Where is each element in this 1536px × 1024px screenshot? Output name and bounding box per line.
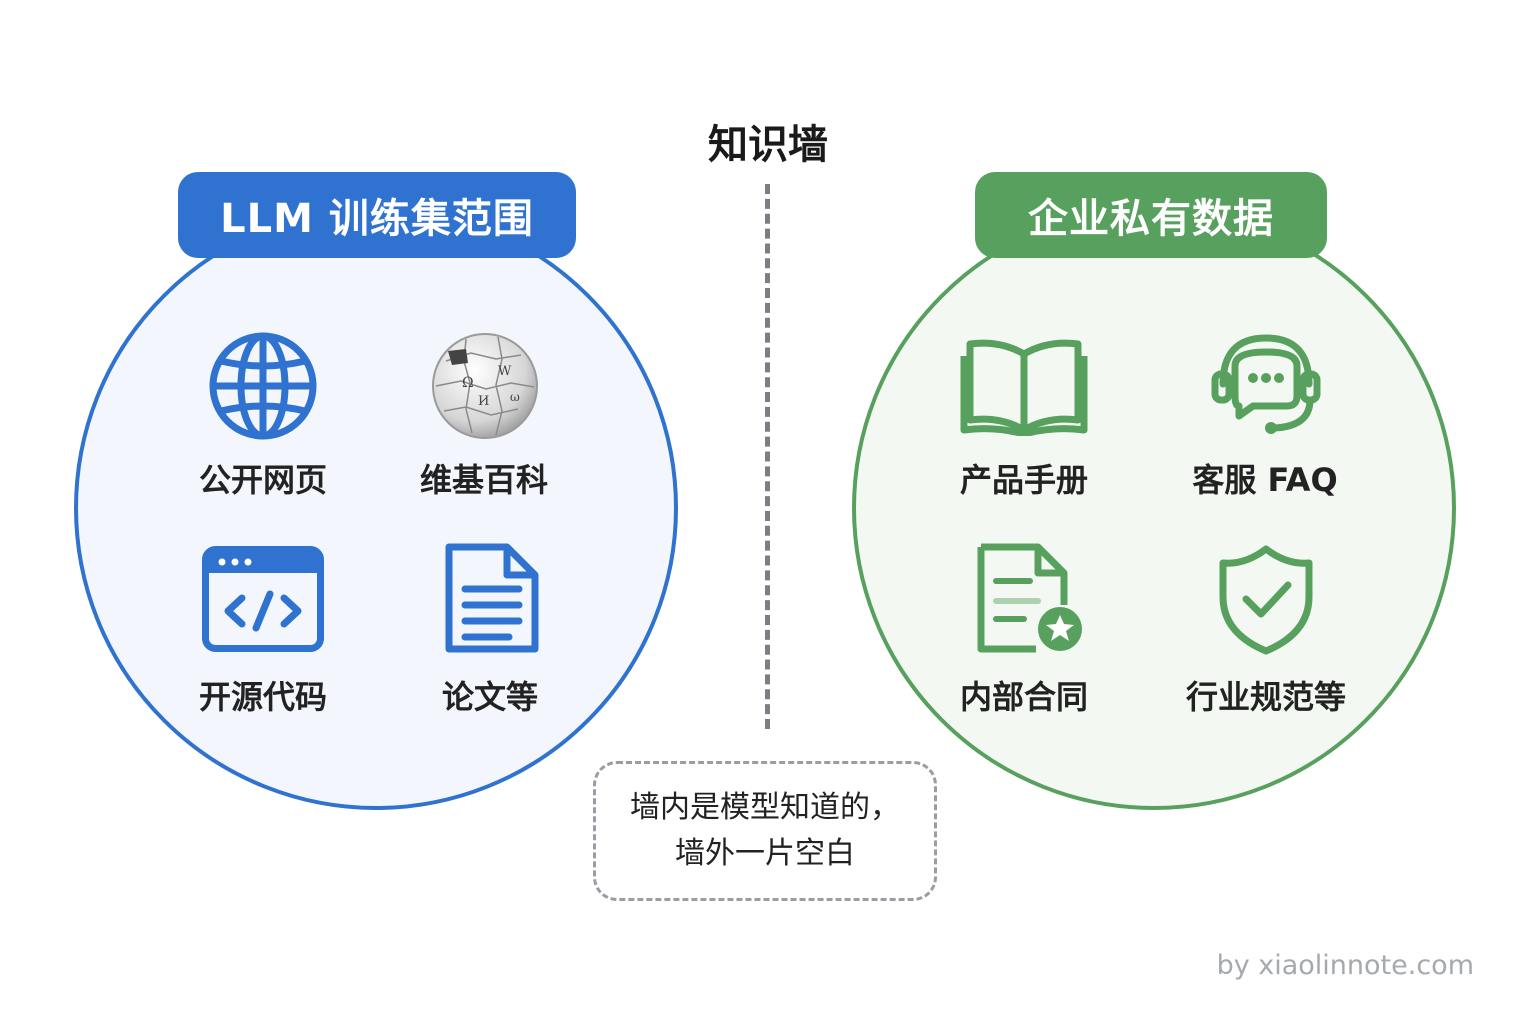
item-label-papers: 论文等 (441, 678, 538, 716)
enterprise-private-circle (852, 206, 1456, 810)
wikipedia-globe-icon: Ω W И ω (432, 333, 538, 439)
wall-note: 墙内是模型知道的， 墙外一片空白 (593, 761, 937, 901)
open-book-icon (960, 339, 1088, 436)
wall-title: 知识墙 (708, 122, 828, 168)
headset-chat-icon (1211, 334, 1321, 434)
note-line-1: 墙内是模型知道的， (630, 790, 900, 825)
certified-document-icon (977, 543, 1082, 653)
item-label-product-manual: 产品手册 (959, 461, 1088, 499)
enterprise-private-label: 企业私有数据 (975, 172, 1327, 258)
item-label-industry-standards: 行业规范等 (1185, 678, 1346, 716)
item-label-public-web: 公开网页 (198, 461, 327, 499)
llm-training-label: LLM 训练集范围 (178, 172, 576, 258)
wall-divider (765, 184, 770, 729)
shield-check-icon (1219, 545, 1313, 655)
document-icon (445, 543, 539, 653)
svg-text:И: И (478, 394, 489, 409)
svg-text:W: W (498, 364, 512, 379)
author-credit: by xiaolinnote.com (1216, 950, 1474, 981)
item-label-open-source-code: 开源代码 (198, 678, 327, 716)
item-label-wikipedia: 维基百科 (419, 461, 548, 499)
llm-training-circle (74, 206, 678, 810)
note-line-2: 墙外一片空白 (675, 836, 855, 871)
svg-text:ω: ω (510, 390, 520, 404)
item-label-internal-contract: 内部合同 (959, 678, 1088, 716)
globe-icon (209, 332, 317, 440)
svg-text:Ω: Ω (462, 375, 474, 391)
item-label-customer-faq: 客服 FAQ (1192, 461, 1338, 499)
code-window-icon (202, 546, 324, 652)
